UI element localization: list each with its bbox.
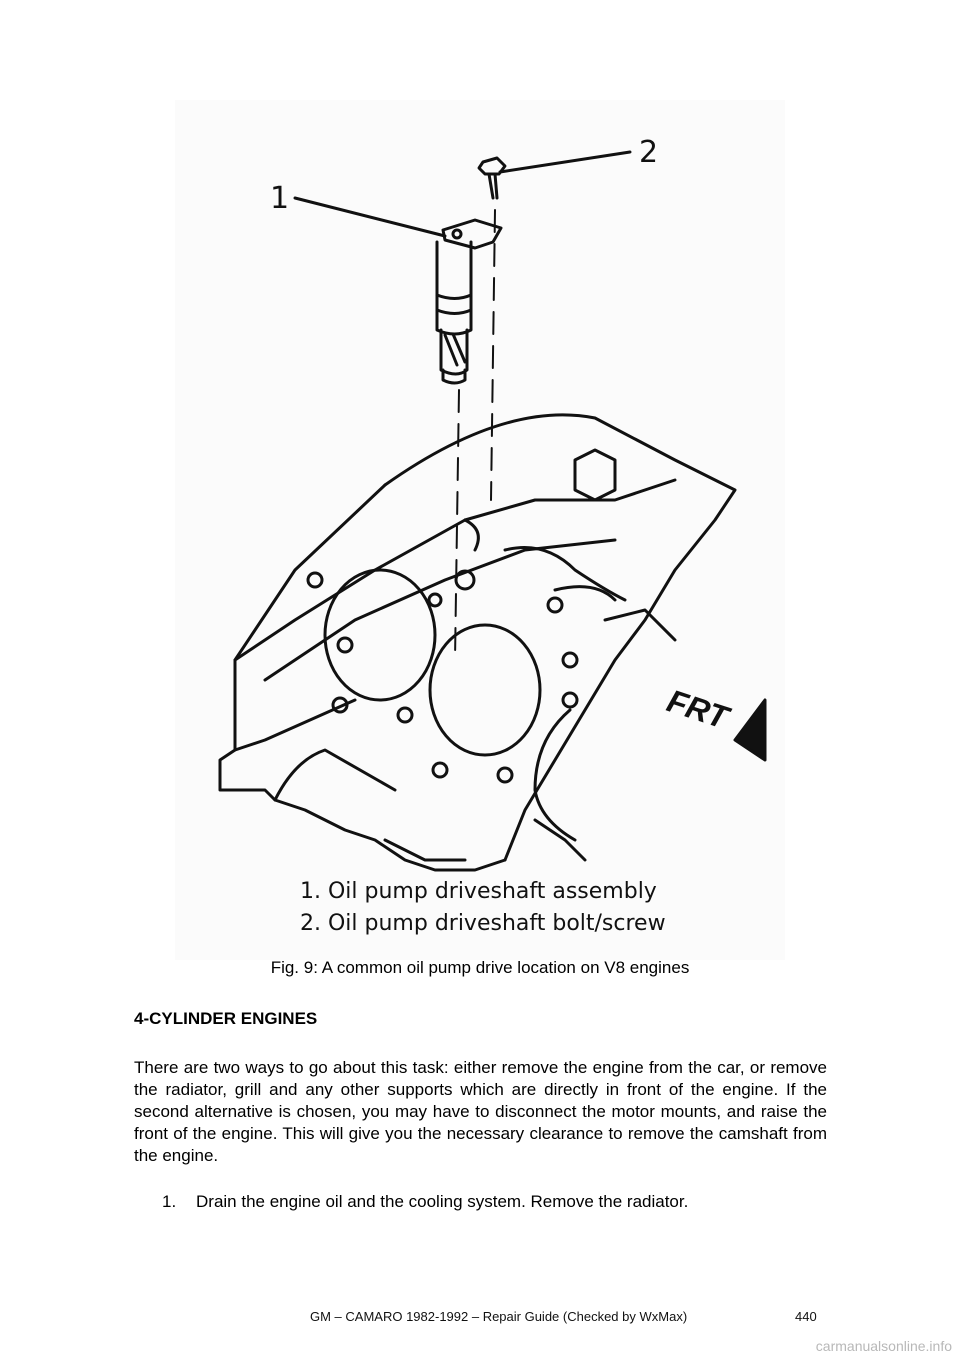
callout-2-label: 2 [639,135,658,170]
list-item: 1. Drain the engine oil and the cooling … [162,1192,688,1212]
oil-pump-drive-illustration: 1 2 FRT 1. Oil pump driveshaft assembly … [218,135,767,936]
engine-block-top [383,413,737,862]
driveshaft-bracket [441,218,503,250]
watermark: carmanualsonline.info [815,1338,952,1354]
callout-2-leader [498,150,632,174]
section-heading: 4-CYLINDER ENGINES [134,1009,318,1028]
footer-title: GM – CAMARO 1982-1992 – Repair Guide (Ch… [310,1309,688,1324]
engine-figure: 1 2 FRT 1. Oil pump driveshaft assembly … [175,100,785,960]
body-paragraph: There are two ways to go about this task… [134,1058,827,1165]
figure-legend-1: 1. Oil pump driveshaft assembly [300,879,657,904]
cylinder-bore-1 [323,568,437,702]
callout-1-leader [293,196,447,238]
bolt-head [477,156,507,176]
cylinder-bore-2 [428,623,542,757]
front-direction-label: FRT [663,682,735,736]
driveshaft-body [435,240,473,336]
step-number: 1. [162,1192,177,1211]
driveshaft-gear [439,328,469,376]
figure-legend-2: 2. Oil pump driveshaft bolt/screw [300,911,666,936]
front-arrow-icon [733,698,767,762]
page-number: 440 [795,1309,817,1324]
callout-1-label: 1 [270,181,289,216]
figure-caption: Fig. 9: A common oil pump drive location… [270,958,690,977]
step-text: Drain the engine oil and the cooling sys… [196,1192,689,1211]
